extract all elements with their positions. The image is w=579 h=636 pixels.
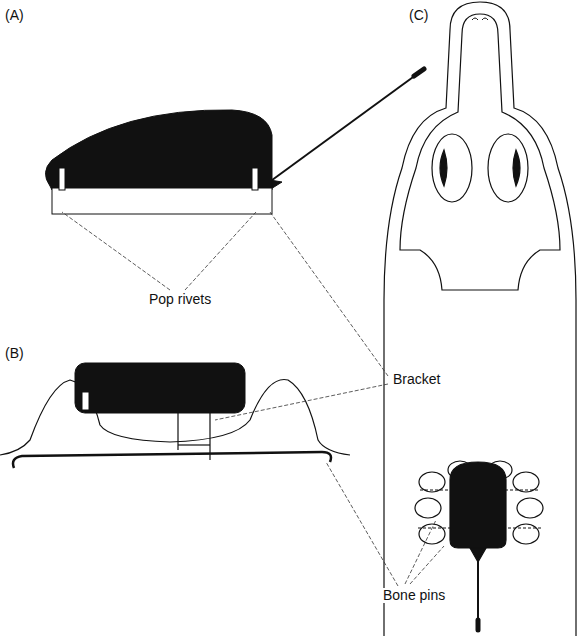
part-label: (B) xyxy=(4,346,25,361)
part-label: (A) xyxy=(4,8,25,23)
part-label: Pop rivets xyxy=(148,292,212,307)
part-label: (C) xyxy=(408,8,429,23)
transmitter-section xyxy=(0,363,350,468)
part-label: Bone pins xyxy=(382,588,446,603)
leader-lines xyxy=(62,212,444,586)
transmitter-side xyxy=(45,69,424,214)
crocodile-head xyxy=(384,2,576,636)
part-label: Bracket xyxy=(392,372,441,387)
